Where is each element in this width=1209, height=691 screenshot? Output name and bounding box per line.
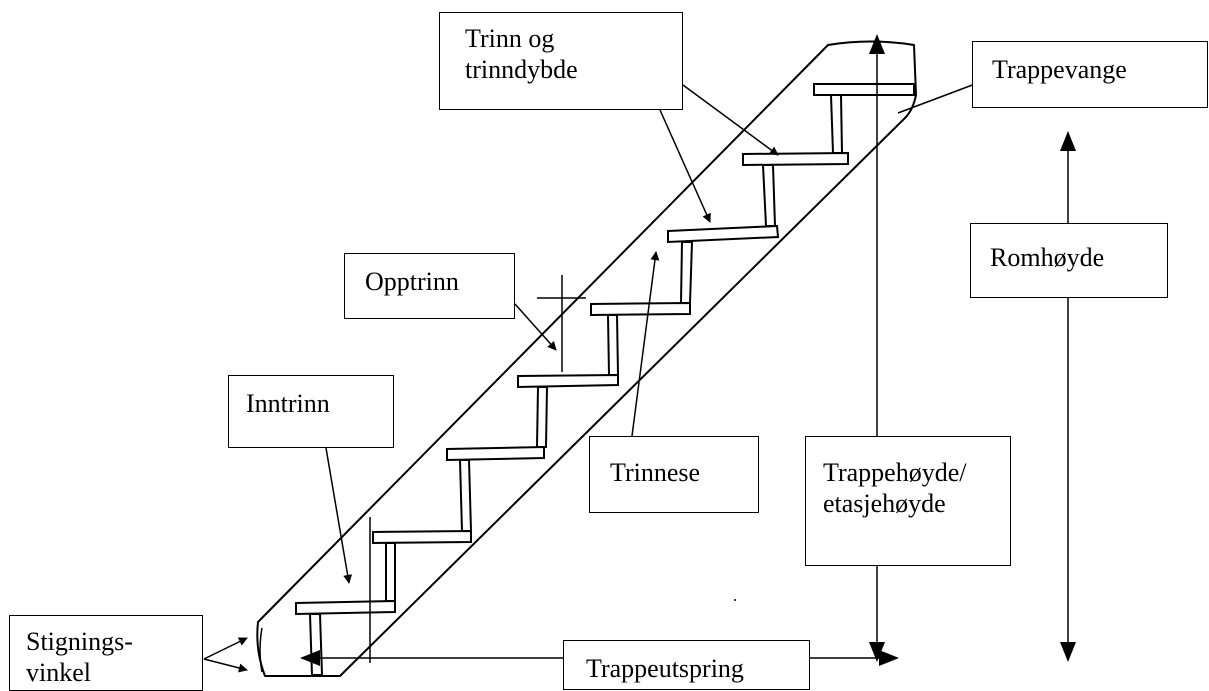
riser-8 bbox=[829, 94, 844, 154]
label-trinn-og-trinndybde: Trinn og trinndybde bbox=[439, 12, 683, 110]
riser-5 bbox=[606, 314, 620, 376]
tread-8 bbox=[813, 83, 915, 96]
tread-3 bbox=[446, 445, 545, 462]
tread-7 bbox=[742, 151, 849, 167]
arrow-trappevange bbox=[897, 83, 976, 114]
dimension-arrows bbox=[300, 34, 1076, 666]
arrow-inntrinn bbox=[325, 447, 353, 584]
label-trappeutspring-text: Trappeutspring bbox=[586, 654, 744, 683]
tread-6 bbox=[667, 224, 780, 244]
label-trinnese: Trinnese bbox=[589, 436, 759, 513]
label-trappehoyde-line-1: Trappehøyde/ bbox=[823, 458, 967, 487]
label-trinnese-text: Trinnese bbox=[610, 458, 701, 487]
label-stigningsvinkel: Stignings- vinkel bbox=[9, 615, 203, 691]
riser-6 bbox=[679, 241, 694, 304]
label-trinn-og-trinndybde-line-1: Trinn og bbox=[465, 24, 555, 53]
label-trappevange-text: Trappevange bbox=[992, 55, 1127, 84]
label-trinn-og-trinndybde-line-2: trinndybde bbox=[465, 55, 578, 84]
label-trappeutspring: Trappeutspring bbox=[563, 640, 810, 690]
label-inntrinn-text: Inntrinn bbox=[246, 389, 330, 418]
leader-arrows bbox=[203, 83, 976, 673]
riser-1 bbox=[308, 613, 324, 676]
label-romhoyde: Romhøyde bbox=[970, 223, 1168, 298]
label-trappehoyde: Trappehøyde/ etasjehøyde bbox=[805, 436, 1011, 566]
label-opptrinn: Opptrinn bbox=[344, 253, 515, 319]
riser-7 bbox=[761, 164, 777, 227]
label-inntrinn: Inntrinn bbox=[228, 375, 394, 448]
riser-3 bbox=[458, 459, 473, 532]
tread-4 bbox=[517, 373, 619, 389]
tread-5 bbox=[590, 301, 691, 317]
riser-2 bbox=[385, 542, 396, 602]
label-stigningsvinkel-line-2: vinkel bbox=[26, 658, 91, 687]
stair-stringer bbox=[256, 40, 917, 677]
arrow-stigningsvinkel-2 bbox=[203, 658, 248, 673]
label-opptrinn-text: Opptrinn bbox=[365, 267, 459, 296]
label-trappevange: Trappevange bbox=[972, 41, 1208, 108]
tread-2 bbox=[372, 529, 472, 545]
tread-1 bbox=[295, 599, 396, 616]
riser-4 bbox=[535, 386, 549, 448]
stair-steps bbox=[295, 83, 915, 676]
arrow-opptrinn bbox=[514, 303, 557, 351]
arrow-trinn-to-tread-6 bbox=[659, 109, 711, 223]
label-trappehoyde-line-2: etasjehøyde bbox=[823, 489, 946, 518]
arrow-trinn-to-tread-7 bbox=[682, 84, 779, 156]
label-stigningsvinkel-line-1: Stignings- bbox=[26, 627, 133, 656]
reference-lines bbox=[369, 275, 586, 663]
label-romhoyde-text: Romhøyde bbox=[990, 243, 1105, 272]
arrow-stigningsvinkel-1 bbox=[203, 637, 248, 660]
arrow-trinnese bbox=[631, 251, 660, 437]
